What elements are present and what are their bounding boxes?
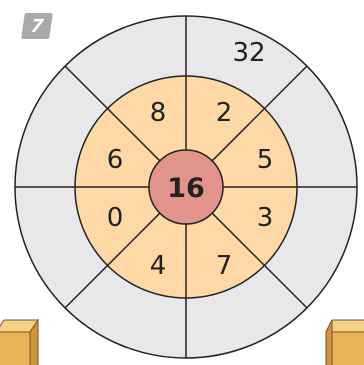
inner-number: 3 bbox=[257, 203, 274, 233]
inner-number: 8 bbox=[150, 98, 167, 128]
outer-number: 32 bbox=[232, 38, 265, 68]
inner-number: 6 bbox=[107, 145, 124, 175]
box-right-icon bbox=[326, 320, 364, 365]
center-number: 16 bbox=[167, 173, 205, 204]
inner-number: 2 bbox=[216, 98, 233, 128]
inner-number: 4 bbox=[150, 251, 167, 281]
inner-number: 7 bbox=[216, 251, 233, 281]
inner-number: 5 bbox=[257, 145, 274, 175]
inner-number: 0 bbox=[107, 203, 124, 233]
box-left-icon bbox=[0, 320, 38, 365]
